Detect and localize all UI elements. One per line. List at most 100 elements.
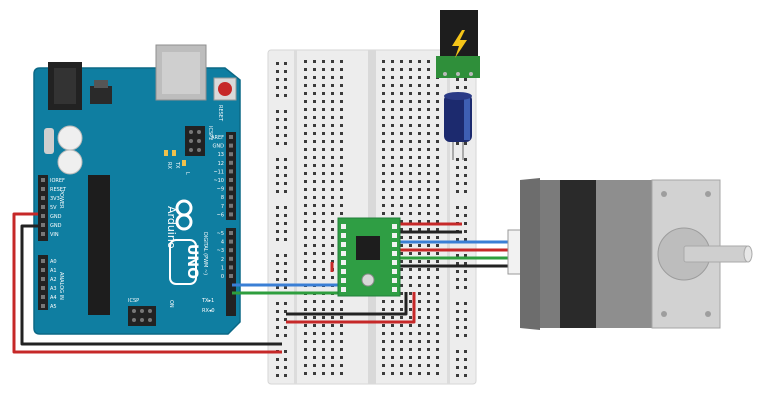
driver-pin bbox=[392, 260, 397, 265]
analog-pin-label: A2 bbox=[50, 277, 57, 283]
driver-pin bbox=[341, 278, 346, 283]
digital-header-top bbox=[226, 132, 236, 220]
analog-pin-hole bbox=[41, 259, 45, 263]
power-section-label: POWER bbox=[58, 190, 64, 209]
analog-pin-hole bbox=[41, 295, 45, 299]
analog-pin-label: A1 bbox=[50, 268, 57, 274]
digital-pin-hole bbox=[229, 178, 233, 182]
digital-pin-label: 2 bbox=[221, 257, 224, 263]
digital-pin-label: 1 bbox=[221, 265, 224, 271]
digital-pin-label: ~3 bbox=[217, 248, 224, 254]
digital-pin-label: ~6 bbox=[217, 212, 224, 218]
digital-pin-hole bbox=[229, 239, 233, 244]
electrolytic-capacitor-icon bbox=[444, 92, 472, 160]
digital-pin-hole bbox=[229, 274, 233, 278]
driver-potentiometer bbox=[361, 273, 375, 287]
l-led-label: L bbox=[184, 172, 190, 175]
digital-pin-hole bbox=[229, 256, 233, 261]
analog-pin-label: A3 bbox=[50, 286, 57, 292]
digital-pin-hole bbox=[229, 152, 233, 157]
digital-pin-label: 12 bbox=[218, 161, 224, 167]
uno-badge: UNO bbox=[169, 239, 200, 285]
icsp-label: ICSP bbox=[128, 298, 139, 304]
driver-pin bbox=[392, 269, 397, 274]
digital-pin-label: 13 bbox=[218, 152, 224, 158]
analog-pin-hole bbox=[41, 277, 45, 281]
reset-label: RESET bbox=[217, 105, 223, 122]
arduino-brand: Arduino bbox=[165, 206, 178, 249]
power-pin-label: IOREF bbox=[50, 178, 65, 184]
digital-header-bottom bbox=[226, 228, 236, 316]
rx-pin-label: RX◂0 bbox=[202, 308, 215, 314]
power-pin-hole bbox=[41, 205, 45, 209]
uno-label: UNO bbox=[184, 244, 200, 279]
a4988-driver bbox=[337, 217, 401, 297]
digital-pin-hole bbox=[229, 195, 233, 200]
analog-pin-label: A4 bbox=[50, 295, 57, 301]
digital-pin-hole bbox=[229, 160, 233, 165]
wire-driver-vdd-red bbox=[286, 292, 416, 324]
digital-pin-label: 7 bbox=[221, 204, 224, 210]
analog-pin-hole bbox=[41, 286, 45, 290]
digital-pin-label: AREF bbox=[211, 135, 224, 141]
voltage-regulator bbox=[90, 86, 112, 104]
power-pin-label: RESET bbox=[50, 187, 67, 193]
power-pin-label: 5V bbox=[50, 205, 57, 211]
analog-pin-label: A0 bbox=[50, 259, 57, 265]
rx-led-label: RX bbox=[166, 162, 172, 169]
wire-gnd-black bbox=[20, 224, 282, 346]
digital-pin-label: 4 bbox=[221, 240, 224, 246]
analog-section-label: ANALOG IN bbox=[58, 272, 64, 300]
tx-led-label: TX bbox=[174, 161, 180, 169]
driver-pin bbox=[341, 251, 346, 256]
lightning-bolt-icon bbox=[452, 30, 467, 58]
analog-pin-hole bbox=[41, 304, 45, 308]
icsp-header bbox=[128, 306, 156, 326]
digital-pin-hole bbox=[229, 186, 233, 191]
motor-shaft bbox=[683, 245, 749, 263]
digital-pin-label: ~9 bbox=[217, 187, 224, 193]
driver-pin bbox=[341, 224, 346, 229]
analog-pin-label: A5 bbox=[50, 304, 57, 310]
driver-pin bbox=[341, 242, 346, 247]
on-label: ON bbox=[168, 300, 174, 308]
driver-pin bbox=[392, 287, 397, 292]
arduino-uno-board: RESET ICSP 2 TX RX L Arduino bbox=[33, 44, 241, 335]
wire-5v-red bbox=[12, 212, 282, 354]
driver-pin bbox=[392, 278, 397, 283]
board-capacitor-1 bbox=[57, 125, 83, 151]
power-pin-label: 3V3 bbox=[50, 196, 60, 202]
wires bbox=[12, 212, 514, 354]
digital-section-label: DIGITAL (PWM ~) bbox=[202, 232, 208, 275]
power-pin-label: VIN bbox=[50, 232, 59, 238]
driver-pin bbox=[341, 287, 346, 292]
board-capacitor-2 bbox=[57, 149, 83, 175]
driver-chip bbox=[356, 236, 380, 260]
digital-pin-label: 8 bbox=[221, 195, 224, 201]
digital-pin-hole bbox=[229, 212, 233, 217]
power-pin-hole bbox=[41, 223, 45, 227]
digital-pin-label: ~5 bbox=[217, 231, 224, 237]
driver-pin bbox=[392, 242, 397, 247]
driver-pin bbox=[392, 224, 397, 229]
power-pin-label: GND bbox=[50, 223, 62, 229]
driver-pin bbox=[341, 233, 346, 238]
digital-pin-hole bbox=[229, 143, 233, 148]
tx-pin-label: TX▸1 bbox=[201, 298, 214, 304]
digital-pin-label: ~11 bbox=[213, 169, 224, 175]
driver-pin bbox=[341, 260, 346, 265]
power-pin-hole bbox=[41, 178, 45, 182]
arduino-logo: Arduino bbox=[165, 199, 193, 249]
digital-pin-hole bbox=[229, 248, 233, 253]
power-pin-hole bbox=[41, 232, 45, 236]
driver-pin bbox=[392, 251, 397, 256]
power-pin-hole bbox=[41, 187, 45, 191]
driver-pins bbox=[341, 224, 397, 292]
digital-pin-label: ~10 bbox=[213, 178, 224, 184]
analog-header bbox=[38, 255, 48, 310]
dc-power-jack bbox=[436, 10, 480, 78]
digital-pin-hole bbox=[229, 169, 233, 174]
